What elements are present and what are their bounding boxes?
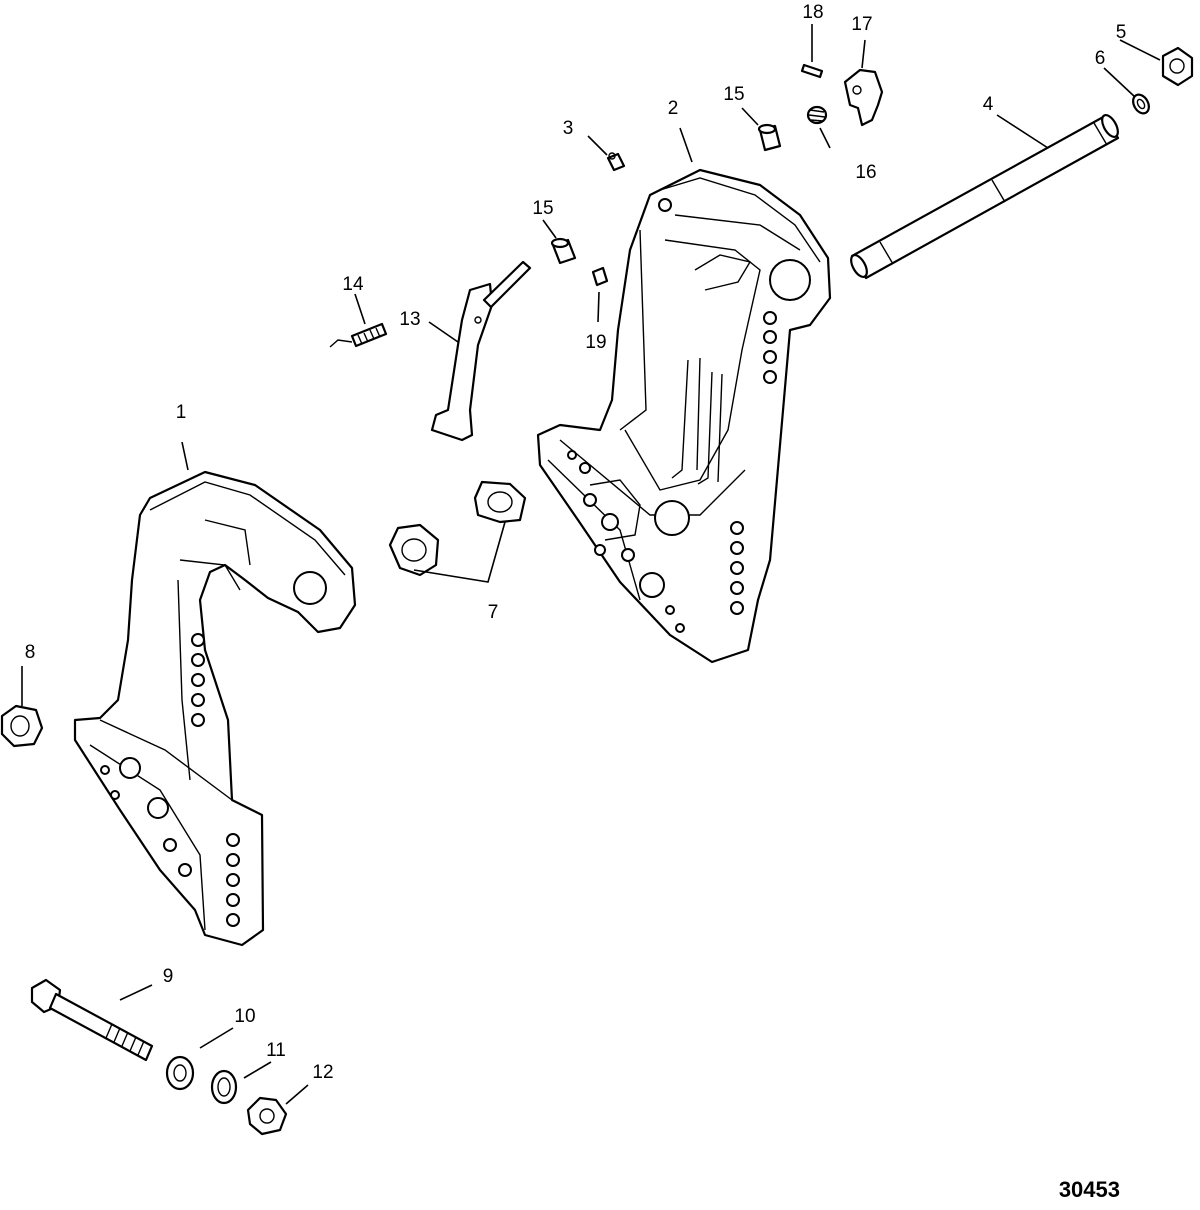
callout-labels: 1 2 3 4 5 6 7 8 9 10 11 12 13 14 15 15 1… [25,2,1127,1083]
part-18-pin [800,63,824,79]
part-2-right-bracket [536,168,832,664]
part-17-lock-lever [843,68,884,127]
part-8-nut [0,704,44,748]
callout-19: 19 [585,332,606,353]
part-7-washer-upper [473,480,527,524]
part-7-washer-lower [388,523,440,577]
callout-5: 5 [1116,22,1127,43]
part-15-bushing-mid [550,237,577,265]
callout-6: 6 [1095,48,1106,69]
part-10-washer [165,1055,195,1091]
callout-7: 7 [488,602,499,623]
callout-15-upper: 15 [723,84,744,105]
leader-lines [21,24,1161,1105]
part-13-tilt-lock-lever [430,260,532,442]
part-5-nut [1161,46,1194,87]
callout-15-lower: 15 [532,198,553,219]
callout-4: 4 [983,94,994,115]
part-1-left-bracket [73,470,357,947]
part-16-spring [806,105,828,125]
callout-17: 17 [851,14,872,35]
part-15-bushing-top [757,123,782,152]
callout-1: 1 [176,402,187,423]
part-3-grease-fitting [606,152,626,172]
callout-8: 8 [25,642,36,663]
part-6-washer [1132,93,1150,115]
part-19-pin [591,266,609,287]
callout-11: 11 [266,1040,286,1061]
callout-3: 3 [563,118,574,139]
part-9-bolt [30,978,154,1062]
callout-12: 12 [312,1062,333,1083]
callout-14: 14 [342,274,364,295]
callout-10: 10 [234,1006,255,1027]
callout-9: 9 [163,966,174,987]
figure-number: 30453 [1059,1177,1120,1202]
callout-2: 2 [668,98,679,119]
callout-18: 18 [802,2,823,23]
callout-16: 16 [855,162,876,183]
callout-13: 13 [399,309,420,330]
part-14-spring [329,322,388,348]
part-11-lock-washer [210,1069,238,1105]
part-12-nut [246,1096,288,1136]
part-4-tilt-tube [850,114,1120,280]
